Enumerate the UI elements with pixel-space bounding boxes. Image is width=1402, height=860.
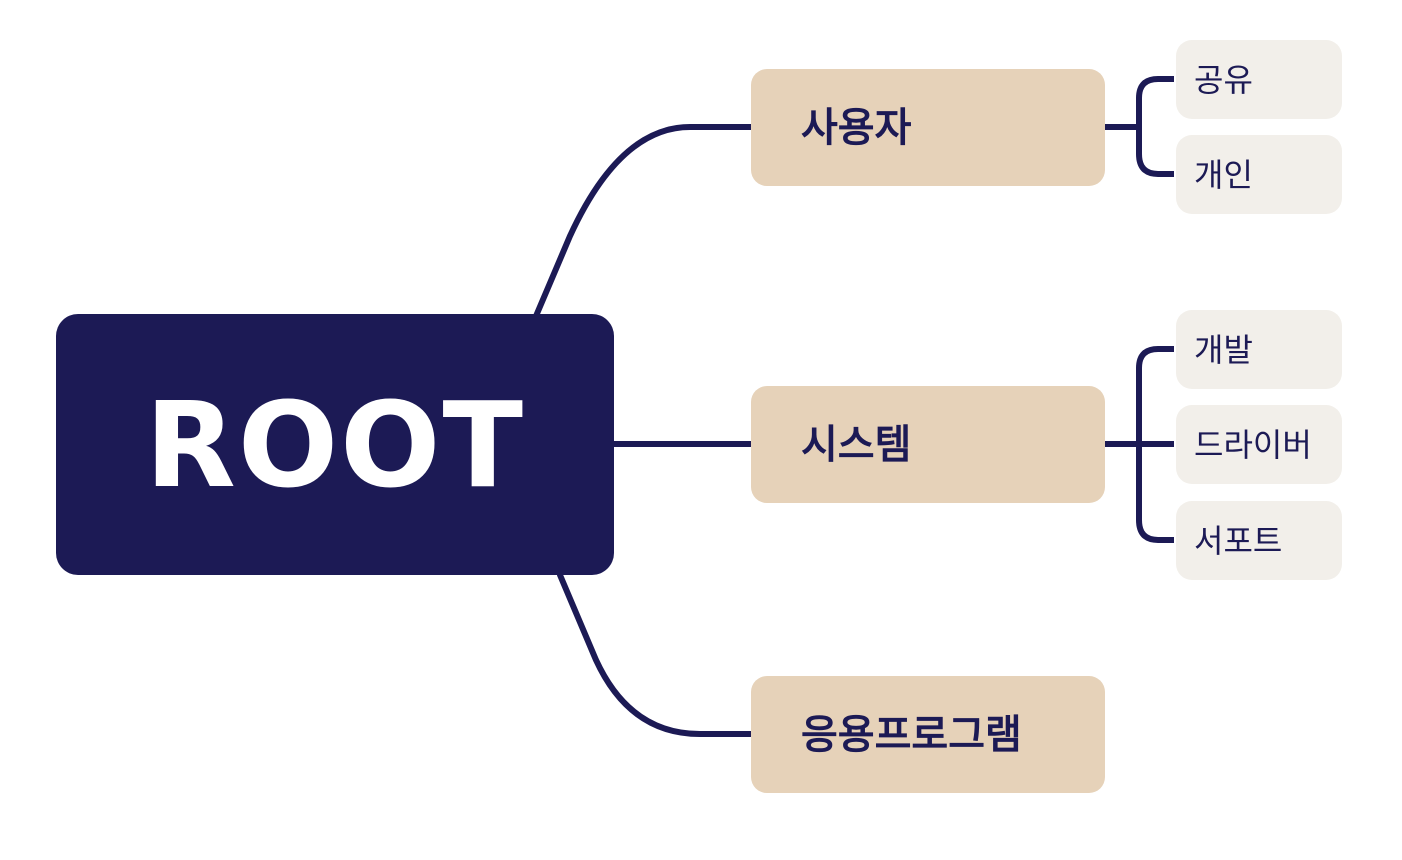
leaf-node-support[interactable]: 서포트 [1176,501,1342,580]
branch-node-system[interactable]: 시스템 [751,386,1105,503]
leaf-label: 서포트 [1194,521,1283,560]
branch-node-application[interactable]: 응용프로그램 [751,676,1105,793]
connector-root-to-application [557,572,754,737]
branch-label: 응용프로그램 [801,711,1022,758]
leaf-label: 개발 [1194,330,1253,369]
branch-node-user[interactable]: 사용자 [751,69,1105,186]
connector-root-to-user [533,124,754,319]
leaf-node-driver[interactable]: 드라이버 [1176,405,1342,484]
leaf-node-development[interactable]: 개발 [1176,310,1342,389]
leaf-node-shared[interactable]: 공유 [1176,40,1342,119]
connector-system-bracket [1136,346,1174,543]
root-node[interactable]: ROOT [56,314,614,575]
root-label: ROOT [145,375,525,514]
leaf-label: 개인 [1194,155,1253,194]
connector-user-bracket [1136,76,1174,177]
branch-label: 사용자 [801,104,912,151]
leaf-label: 공유 [1194,60,1253,99]
branch-label: 시스템 [801,421,912,468]
leaf-node-personal[interactable]: 개인 [1176,135,1342,214]
leaf-label: 드라이버 [1194,425,1312,464]
